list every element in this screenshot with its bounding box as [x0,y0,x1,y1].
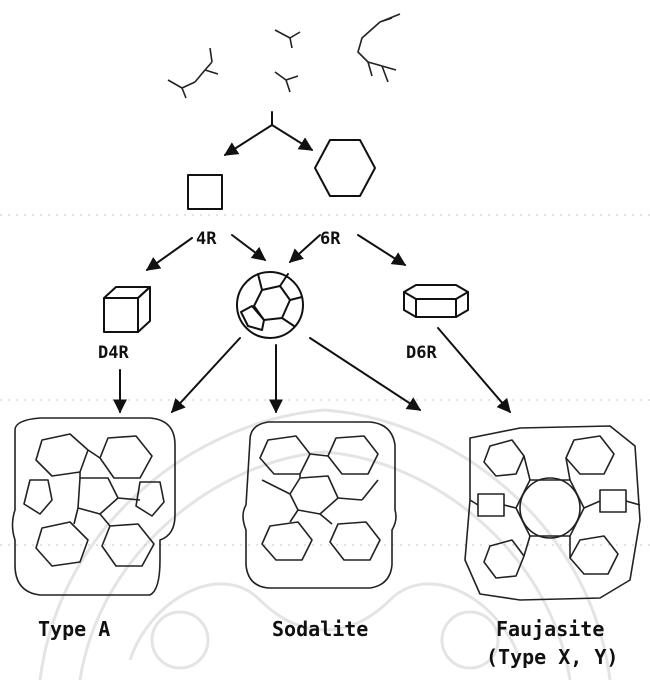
six-ring-shape [314,139,376,197]
tetrahedron-chain [357,13,401,83]
type-a-label: Type A [38,617,110,641]
four-ring-label: 4R [196,229,217,249]
primary-building-units [167,13,401,99]
watermark [38,408,612,680]
double-six-ring-label: D6R [406,343,437,363]
type-a-framework [11,417,176,596]
double-four-ring-label: D4R [98,343,129,363]
faujasite-sublabel: (Type X, Y) [486,645,618,669]
scan-noise [0,214,650,546]
tetrahedron-chain [167,47,219,99]
four-ring-shape [187,174,223,210]
sodalite-framework [242,421,397,589]
six-ring-label: 6R [320,229,341,249]
faujasite-label: Faujasite [496,617,604,641]
third-level-arrows [113,327,511,414]
tetrahedron-unit [274,71,299,93]
sodalite-label: Sodalite [272,617,368,641]
double-six-ring-shape [403,284,469,318]
tetrahedron-unit [274,29,301,49]
double-four-ring-shape [103,286,151,333]
split-arrows [223,111,314,156]
sodalite-cage-shape [236,271,304,339]
faujasite-framework [464,425,641,601]
second-level-arrows [145,234,407,271]
